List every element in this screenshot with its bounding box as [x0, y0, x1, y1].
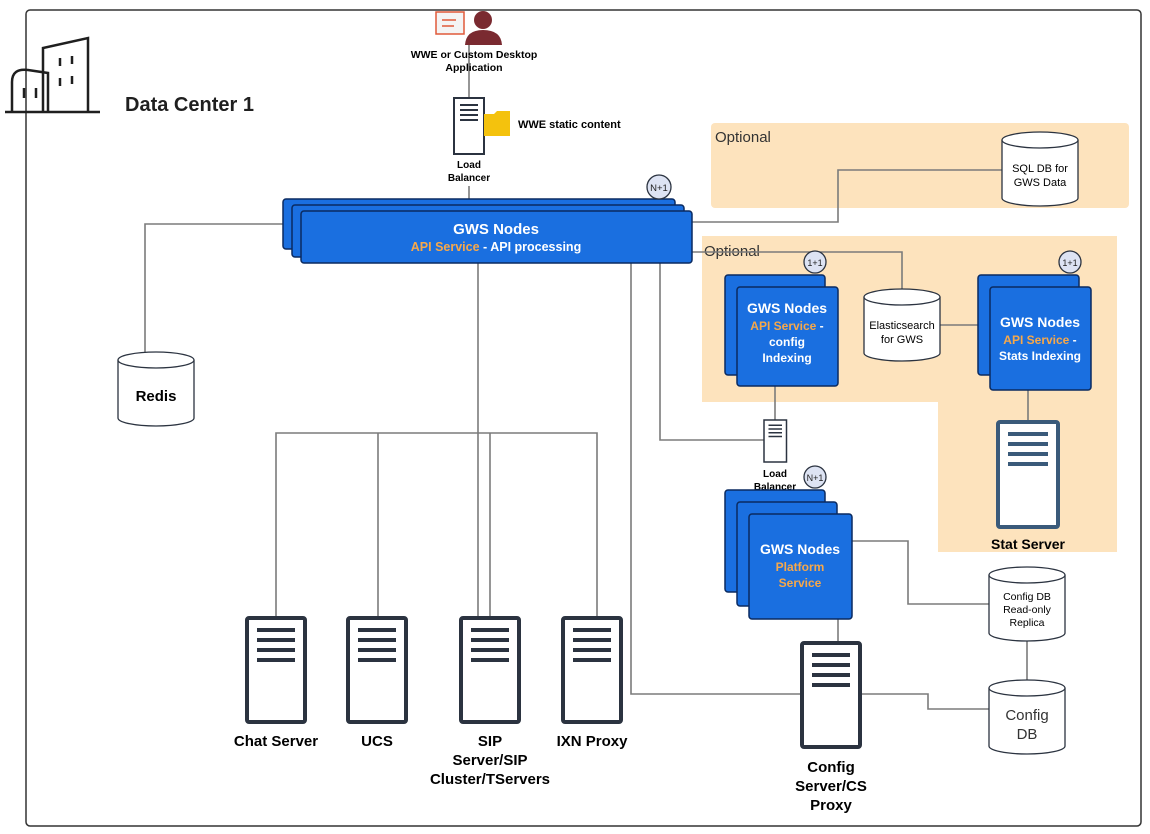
agent-desktop-icon: [435, 11, 502, 45]
gws-main-title: GWS Nodes: [453, 221, 539, 238]
config-server-icon: [800, 641, 862, 749]
config-db-replica-cylinder: [988, 566, 1066, 642]
stat-server-icon: [996, 420, 1060, 529]
folder-icon: [484, 111, 510, 136]
config-db-cylinder: [988, 679, 1066, 755]
gws-config-title: GWS Nodes: [747, 300, 827, 316]
config-server-line2: Server/CS: [795, 778, 867, 795]
gws-main-subtitle: API Service - API processing: [411, 240, 581, 254]
one-plus-1-badge-stats: 1+1: [1058, 250, 1082, 274]
n-plus-1-badge-platform: N+1: [803, 465, 827, 489]
config-db-replica-line1: Config DB: [1003, 591, 1051, 603]
data-center-frame: [25, 9, 1142, 827]
config-db-line2: DB: [1017, 726, 1038, 743]
load-balancer-lower-line2: Balancer: [754, 482, 796, 493]
gws-stats-line3: Stats Indexing: [999, 349, 1081, 363]
building-icon: [5, 36, 100, 114]
sip-label-line3: Cluster/TServers: [430, 771, 550, 788]
stat-server-label: Stat Server: [991, 536, 1065, 552]
sql-db-cylinder: [1001, 131, 1079, 207]
chat-server-label: Chat Server: [234, 733, 318, 750]
ixn-proxy-icon: [561, 616, 623, 724]
sip-server-icon: [459, 616, 521, 724]
config-db-replica-line2: Read-only: [1003, 604, 1052, 616]
config-db-replica-line3: Replica: [1009, 617, 1044, 629]
config-db-line1: Config: [1005, 707, 1048, 724]
optional-label-1: Optional: [715, 129, 771, 146]
redis-label: Redis: [136, 388, 177, 405]
sql-db-line2: GWS Data: [1014, 177, 1067, 189]
one-plus-1-badge-config: 1+1: [803, 250, 827, 274]
n-plus-1-badge-main: N+1: [646, 174, 672, 200]
gws-stats-node-stack: [977, 274, 1092, 391]
gws-stats-service: API Service -: [1003, 333, 1076, 347]
gws-stats-title: GWS Nodes: [1000, 314, 1080, 330]
gws-config-line4: Indexing: [762, 351, 811, 365]
client-label-line1: WWE or Custom Desktop: [411, 49, 538, 61]
ucs-label: UCS: [361, 733, 393, 750]
svg-text:1+1: 1+1: [1062, 258, 1077, 268]
redis-cylinder: [117, 351, 195, 427]
gws-platform-node-stack: [724, 489, 853, 620]
gws-platform-service1: Platform: [776, 560, 825, 574]
config-server-line3: Proxy: [810, 797, 852, 814]
elasticsearch-line2: for GWS: [881, 334, 923, 346]
svg-text:1+1: 1+1: [807, 258, 822, 268]
gws-platform-title: GWS Nodes: [760, 541, 840, 557]
svg-text:N+1: N+1: [650, 183, 668, 194]
svg-text:N+1: N+1: [807, 473, 824, 483]
sql-db-line1: SQL DB for: [1012, 163, 1068, 175]
load-balancer-lower-line1: Load: [763, 469, 787, 480]
sip-label-line1: SIP: [478, 733, 502, 750]
load-balancer-top: [453, 97, 485, 155]
gws-config-node-stack: [724, 274, 839, 387]
load-balancer-top-line1: Load: [457, 160, 481, 171]
load-balancer-top-line2: Balancer: [448, 173, 490, 184]
gws-main-node-stack: [282, 198, 693, 264]
gws-config-service: API Service -: [750, 319, 823, 333]
elasticsearch-cylinder: [863, 288, 941, 362]
gws-config-line3: config: [769, 335, 805, 349]
gws-platform-service2: Service: [779, 576, 822, 590]
page-title: Data Center 1: [125, 94, 254, 116]
ucs-icon: [346, 616, 408, 724]
elasticsearch-line1: Elasticsearch: [869, 320, 934, 332]
ixn-proxy-label: IXN Proxy: [557, 733, 629, 750]
load-balancer-lower: [763, 419, 788, 463]
sip-label-line2: Server/SIP: [452, 752, 527, 769]
static-content-label: WWE static content: [518, 119, 621, 131]
client-label-line2: Application: [445, 62, 502, 74]
chat-server-icon: [245, 616, 307, 724]
connectors: [144, 45, 1029, 710]
config-server-line1: Config: [807, 759, 854, 776]
